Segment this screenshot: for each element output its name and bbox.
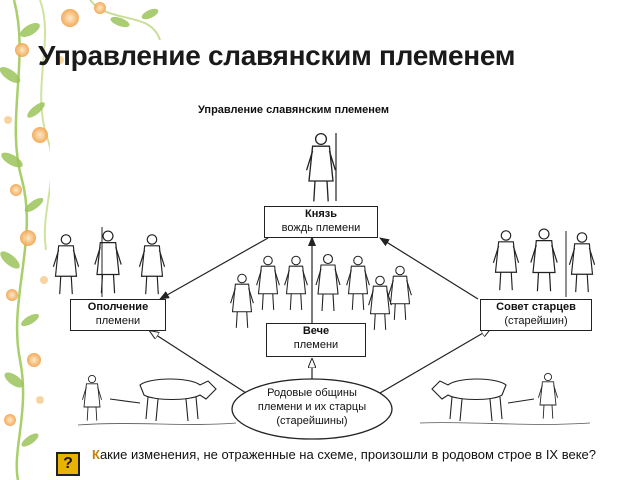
arrow-communities-to-council <box>379 329 490 394</box>
question-mark-icon: ? <box>56 452 80 476</box>
council-box: Совет старцев (старейшин) <box>480 299 592 331</box>
council-subtitle: (старейшин) <box>504 315 568 327</box>
militia-subtitle: племени <box>95 315 141 327</box>
prince-subtitle: вождь племени <box>281 222 361 234</box>
communities-line-1: Родовые общины <box>267 387 357 399</box>
ground-right <box>419 422 591 425</box>
communities-label: Родовые общины племени и их старцы (стар… <box>238 386 386 428</box>
council-title: Совет старцев <box>496 301 576 313</box>
veche-crowd <box>230 253 412 331</box>
communities-line-3: (старейшины) <box>276 415 348 427</box>
scheme-diagram: Управление славянским племенем Князь вож… <box>50 103 602 480</box>
question-first-letter: К <box>92 447 100 462</box>
militia-title: Ополчение <box>87 301 149 313</box>
question-text: Какие изменения, не отраженные на схеме,… <box>92 447 598 463</box>
arrow-prince-to-militia <box>159 237 269 300</box>
plough-scene-left <box>81 374 217 422</box>
communities-line-2: племени и их старцы <box>257 401 367 413</box>
arrow-council-to-prince <box>379 237 479 300</box>
arrow-communities-to-militia <box>150 331 247 394</box>
plough-scene-right <box>431 372 559 422</box>
council-figures <box>492 228 596 297</box>
prince-figure <box>305 132 337 203</box>
veche-subtitle: племени <box>293 339 339 351</box>
prince-title: Князь <box>304 208 337 220</box>
ground-left <box>77 422 237 426</box>
scheme-title: Управление славянским племенем <box>198 104 390 116</box>
militia-figures <box>52 227 166 297</box>
communities-ellipse <box>231 378 393 440</box>
prince-box: Князь вождь племени <box>264 206 378 238</box>
veche-box: Вече племени <box>266 323 366 357</box>
slide-title: Управление славянским племенем <box>38 40 516 71</box>
veche-title: Вече <box>302 325 330 337</box>
scheme-graphics <box>52 132 596 440</box>
question-rest: акие изменения, не отраженные на схеме, … <box>99 447 597 462</box>
militia-box: Ополчение племени <box>70 299 166 331</box>
